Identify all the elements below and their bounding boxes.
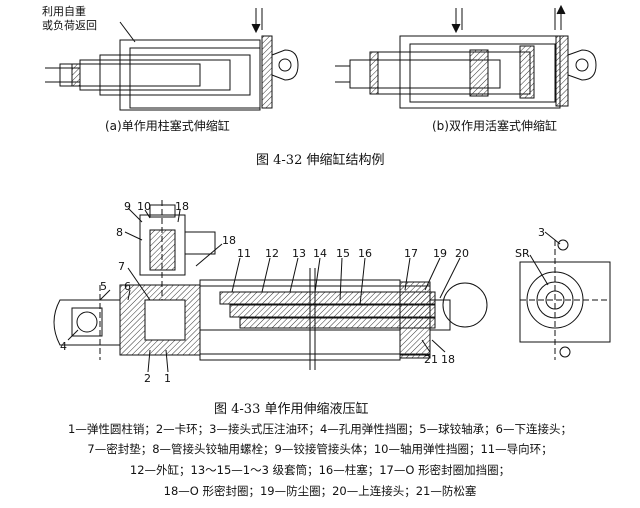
note-line-1: 利用自重: [42, 5, 86, 18]
note-line-2: 或负荷返回: [42, 19, 97, 32]
part-label-16: 16: [358, 247, 372, 260]
part-label-18c: 18: [441, 353, 455, 366]
part-label-13: 13: [292, 247, 306, 260]
part-label-18b: 18: [222, 234, 236, 247]
part-label-12: 12: [265, 247, 279, 260]
part-label-18a: 18: [175, 200, 189, 213]
figure-4-32-title: 图 4-32 伸缩缸结构例: [256, 153, 385, 168]
legend-line-2: 7—密封垫；8—管接头铰轴用螺栓；9—铰接管接头体；10—轴用弹性挡圈；11—导…: [87, 442, 553, 456]
legend-line-3: 12—外缸；13～15—1～3 级套筒；16—柱塞；17—O 形密封圈加挡圈；: [129, 463, 511, 477]
part-label-10: 10: [137, 200, 151, 213]
legend-line-1: 1—弹性圆柱销；2—卡环；3—接头式压注油环；4—孔用弹性挡圈；5—球铰轴承；6…: [68, 422, 572, 436]
part-label-19: 19: [433, 247, 447, 260]
cylinder-433-drawing: [53, 200, 611, 373]
caption-a: (a)单作用柱塞式伸缩缸: [105, 119, 230, 133]
part-label-21: 21: [424, 353, 438, 366]
part-label-4: 4: [60, 340, 67, 353]
part-label-14: 14: [313, 247, 327, 260]
part-label-7: 7: [118, 260, 125, 273]
cylinder-a-drawing: [45, 8, 299, 111]
part-label-3: 3: [538, 226, 545, 239]
part-label-15: 15: [336, 247, 350, 260]
part-label-2: 2: [144, 372, 151, 385]
cylinder-b-drawing: [335, 4, 597, 109]
part-label-20: 20: [455, 247, 469, 260]
caption-b: (b)双作用活塞式伸缩缸: [432, 119, 557, 133]
part-label-1: 1: [164, 372, 171, 385]
part-label-11: 11: [237, 247, 251, 260]
part-number-labels: 9 10 18 8 18 7 5 6 4 2 1 11 12 13 14 15 …: [60, 200, 545, 385]
sr-label: SR: [515, 247, 530, 260]
legend-line-4: 18—O 形密封圈；19—防尘圈；20—上连接头；21—防松塞: [163, 484, 477, 498]
part-label-5: 5: [100, 280, 107, 293]
part-label-6: 6: [124, 280, 131, 293]
part-label-9: 9: [124, 200, 131, 213]
part-label-17: 17: [404, 247, 418, 260]
figure-4-33-title: 图 4-33 单作用伸缩液压缸: [214, 402, 369, 417]
part-label-8: 8: [116, 226, 123, 239]
